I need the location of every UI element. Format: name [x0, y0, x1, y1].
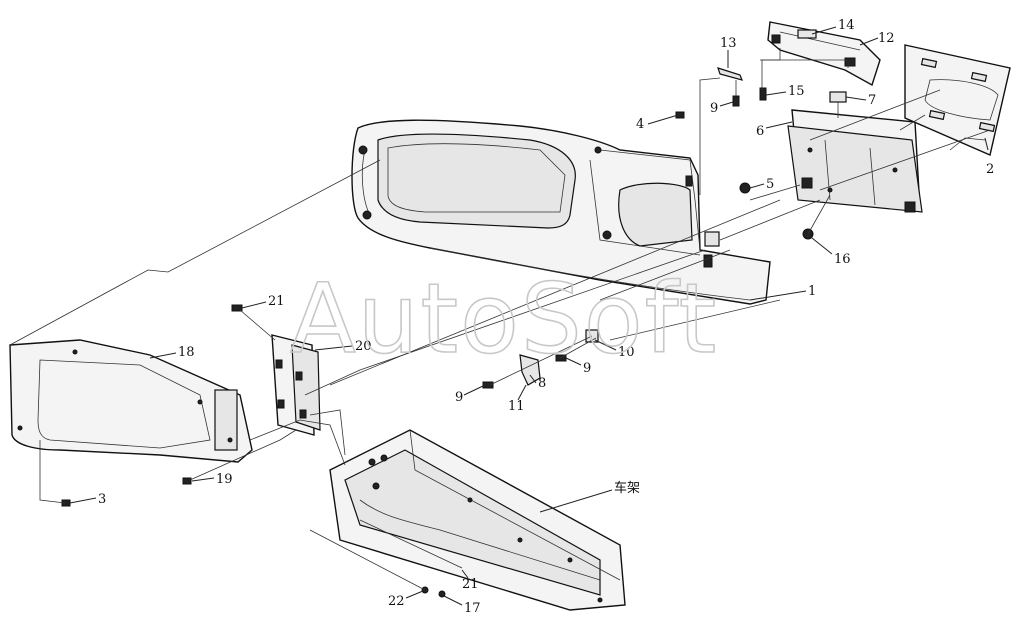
- callout-frame: 车架: [614, 480, 640, 496]
- callout-6: 6: [756, 124, 764, 139]
- callout-1: 1: [808, 284, 816, 299]
- callout-labels: 1 2 3 4 5 6 7 8 9 9 9 10 11 12 13 14 15 …: [98, 18, 994, 616]
- callout-12: 12: [878, 31, 895, 46]
- callout-8: 8: [538, 376, 546, 391]
- mounting-plate: [271, 334, 321, 436]
- callout-leaders: [69, 26, 989, 606]
- callout-2: 2: [986, 162, 994, 177]
- assembly-lines: [9, 48, 991, 591]
- callout-18: 18: [178, 345, 195, 360]
- side-panel: [9, 339, 253, 463]
- callout-22: 22: [388, 594, 405, 609]
- callout-14: 14: [838, 18, 855, 33]
- callout-16: 16: [834, 252, 851, 267]
- bumper-shell: [351, 119, 771, 305]
- watermark-text: AutoSoft: [290, 263, 718, 375]
- callout-9-top: 9: [710, 101, 718, 116]
- small-fasteners: [61, 67, 847, 598]
- callout-17: 17: [464, 601, 481, 616]
- callout-5: 5: [766, 177, 774, 192]
- callout-13: 13: [720, 36, 737, 51]
- callout-21-top: 21: [268, 294, 285, 309]
- callout-9-left: 9: [455, 390, 463, 405]
- callout-11: 11: [508, 399, 525, 414]
- license-plate: [904, 44, 1011, 156]
- frame-rail: [329, 429, 626, 611]
- callout-4: 4: [636, 117, 644, 132]
- callout-7: 7: [868, 93, 876, 108]
- callout-19: 19: [216, 472, 233, 487]
- callout-10: 10: [618, 345, 635, 360]
- callout-15: 15: [788, 84, 805, 99]
- top-bracket: [767, 21, 881, 87]
- callout-3: 3: [98, 492, 106, 507]
- callout-21-bottom: 21: [462, 577, 479, 592]
- callout-9-mid: 9: [583, 361, 591, 376]
- callout-20: 20: [355, 339, 372, 354]
